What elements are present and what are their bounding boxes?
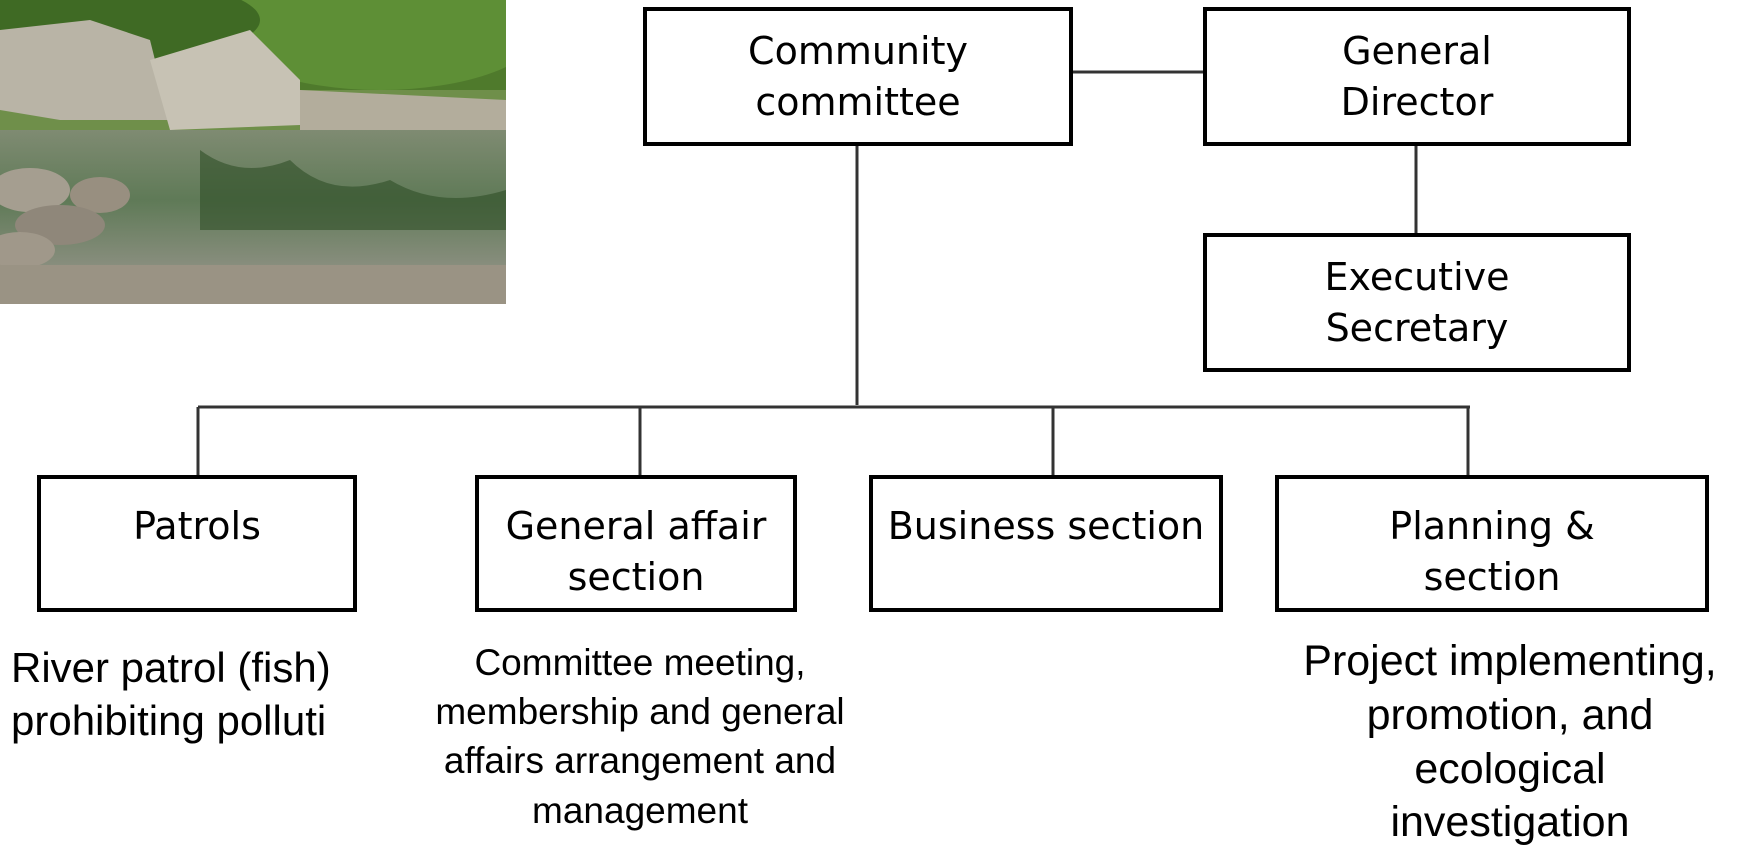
planning-description-line-4: investigation — [1390, 798, 1630, 847]
general-affair-line-2: section — [567, 554, 705, 599]
patrols-description: River patrol (fish) prohibiting polluti — [11, 642, 371, 747]
planning-description-line-2: promotion, and — [1366, 690, 1654, 739]
general-director-line-1: General — [1342, 28, 1492, 73]
general-affair-description-line-2: membership and general — [435, 691, 845, 733]
general-affair-description-line-4: management — [532, 789, 748, 831]
general-affair-description-line-1: Committee meeting, — [474, 642, 806, 683]
river-landscape-image — [0, 0, 506, 304]
general-affair-section-box: General affair section — [475, 475, 797, 612]
planning-section-box: Planning & section — [1275, 475, 1709, 612]
general-director-box: General Director — [1203, 7, 1631, 146]
river-photo — [0, 0, 506, 304]
community-committee-line-1: Community — [748, 28, 968, 73]
patrols-description-line-2: prohibiting polluti — [11, 696, 327, 744]
general-affair-description-line-3: affairs arrangement and — [443, 740, 837, 782]
community-committee-line-2: committee — [755, 79, 961, 124]
planning-description-line-3: ecological — [1414, 744, 1606, 793]
patrols-description-line-1: River patrol (fish) — [11, 644, 331, 691]
patrols-box: Patrols — [37, 475, 357, 612]
general-affair-line-1: General affair — [505, 504, 767, 548]
planning-line-1: Planning & — [1389, 504, 1595, 548]
business-section-label: Business section — [887, 504, 1205, 548]
executive-secretary-line-2: Secretary — [1325, 305, 1509, 350]
executive-secretary-line-1: Executive — [1324, 254, 1510, 299]
patrols-label: Patrols — [133, 504, 261, 548]
executive-secretary-box: Executive Secretary — [1203, 233, 1631, 372]
general-director-line-2: Director — [1340, 79, 1494, 124]
planning-line-2: section — [1423, 554, 1561, 599]
general-affair-description: Committee meeting, membership and genera… — [390, 638, 890, 835]
planning-description: Project implementing, promotion, and eco… — [1262, 635, 1758, 850]
planning-description-line-1: Project implementing, — [1303, 637, 1717, 685]
business-section-box: Business section — [869, 475, 1223, 612]
community-committee-box: Community committee — [643, 7, 1073, 146]
